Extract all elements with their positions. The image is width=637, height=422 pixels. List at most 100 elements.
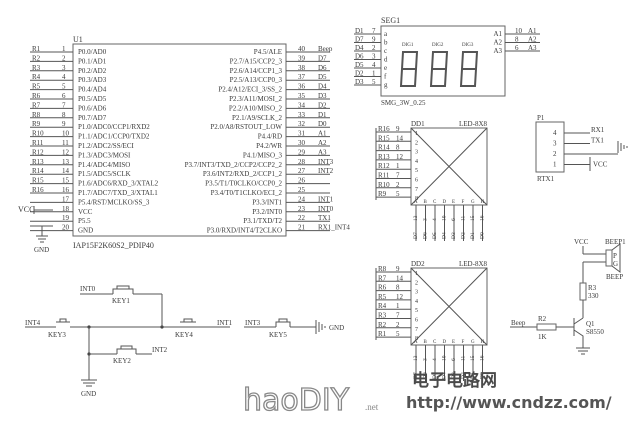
svg-text:S8550: S8550 [586,328,604,336]
svg-text:KEY3: KEY3 [48,331,66,339]
keys-circuit: INT4 KEY3 INT0 KEY1 KEY4 INT1 KEY2 INT2 … [25,285,344,398]
pin-number: 34 [298,101,306,109]
svg-text:1: 1 [415,131,418,137]
svg-text:KEY5: KEY5 [269,331,287,339]
pin-name: P3.1/TXD/T2 [243,217,282,225]
net-label: D1 [318,111,327,119]
pin-number: 33 [298,111,306,119]
svg-text:7: 7 [415,187,418,193]
svg-text:D6: D6 [423,232,429,239]
pin-number: 26 [298,177,306,185]
pin-name: VCC [78,208,93,216]
key5-switch-icon [275,318,316,328]
svg-text:R9: R9 [378,190,387,198]
pin-name: P3.0/RXD/INT4/T2CLKO [207,227,282,235]
svg-text:4: 4 [432,218,438,221]
svg-text:RX1: RX1 [591,126,605,134]
svg-text:F: F [462,340,465,345]
svg-text:16: 16 [480,215,486,221]
svg-text:7: 7 [396,312,400,320]
svg-text:2: 2 [415,280,418,286]
pin-number: 24 [298,195,306,203]
svg-text:BEEP: BEEP [606,273,623,281]
pin-number: 10 [62,130,70,138]
pin-name: P4.5/ALE [254,48,282,56]
r2-resistor [536,323,557,331]
svg-text:330: 330 [588,292,599,300]
pin-name: P3.2/INT0 [252,208,282,216]
svg-text:GND: GND [329,324,344,332]
net-label: R10 [32,130,44,138]
svg-text:8: 8 [415,336,418,342]
key4-switch-icon [180,318,230,328]
matrix-part: LED-8X8 [459,120,487,128]
svg-text:DIG1: DIG1 [402,43,414,48]
svg-text:G: G [613,260,618,268]
pin-number: 27 [298,167,306,175]
pin-number: 16 [62,186,70,194]
svg-text:INT2: INT2 [152,346,168,354]
net-label: D5 [355,61,364,69]
key3-switch-icon [52,318,200,328]
svg-text:INT3: INT3 [245,319,261,327]
net-label: D6 [318,64,327,72]
pin-number: 7 [62,101,66,109]
net-label: R4 [32,73,41,81]
pin-number: 13 [62,158,70,166]
svg-text:D0: D0 [480,372,486,379]
svg-text:15: 15 [470,355,476,361]
pin-number: 19 [62,214,70,222]
pin-number: 38 [298,64,306,72]
pin-name: P2.4/A12/ECI_3/SS_2 [218,86,282,94]
pin-number: 23 [298,205,306,213]
seg1-part: SMG_3W_0.25 [381,99,426,107]
svg-text:E: E [452,200,455,205]
svg-text:DIG2: DIG2 [432,43,444,48]
pin-name: P1.0/ADC0/CCP1/RXD2 [78,123,150,131]
pin-name: P0.2/AD2 [78,67,107,75]
svg-text:D6: D6 [423,372,429,379]
pin-name: P2.7/A15/CCP2_3 [230,57,283,65]
svg-text:1K: 1K [538,333,547,341]
svg-text:12: 12 [396,293,404,301]
pin-number: 11 [62,139,69,147]
pin-name: P1.7/ADC7/TXD_3/XTAL1 [78,189,158,197]
seven-seg-digit-icon [399,51,419,87]
beeper-circuit: VCC BEEP1 BEEP P G R3 330 Beep R2 1K Q1 … [510,238,626,355]
svg-text:R15: R15 [378,134,390,142]
pin-name: P2.5/A13/CCP0_3 [230,76,283,84]
net-label: D7 [355,36,364,44]
pin-name: P2.1/A9/SCLK_2 [232,114,282,122]
svg-text:VCC: VCC [593,161,608,169]
svg-text:10: 10 [515,27,523,35]
seven-seg-digit-icon [429,51,449,87]
svg-text:R7: R7 [378,274,387,282]
net-label: D7 [318,54,327,62]
pin-number: 35 [298,92,306,100]
svg-text:A3: A3 [528,44,537,52]
gnd-label: GND [34,246,49,254]
svg-text:R13: R13 [378,153,390,161]
svg-text:16: 16 [480,355,486,361]
svg-text:C: C [433,200,437,205]
svg-text:INT4: INT4 [25,319,41,327]
pin-name: P1.2/ADC2/SS/ECI [78,142,134,150]
net-label: D0 [318,120,327,128]
net-label: A1 [318,130,327,138]
pin-number: 5 [62,83,66,91]
pin-name: P0.5/AD5 [78,95,107,103]
net-label: RX1_INT4 [318,224,350,232]
svg-text:10: 10 [442,355,448,361]
watermark: haoDIY .net 电子电路网 http://www.cndzz.com/ [242,370,611,419]
seg1-ref: SEG1 [381,16,400,25]
net-label: R9 [32,120,41,128]
svg-text:2: 2 [396,181,400,189]
svg-text:7: 7 [396,172,400,180]
svg-text:R3: R3 [588,284,597,292]
svg-text:D5: D5 [432,372,438,379]
svg-text:5: 5 [415,308,418,314]
